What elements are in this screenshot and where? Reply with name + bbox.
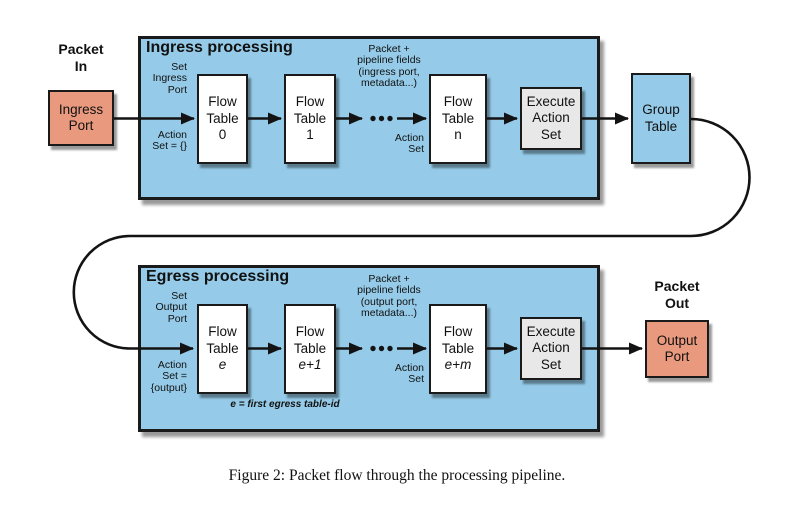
egress-processing-title: Egress processing	[146, 268, 290, 285]
flow-table-n-sub: n	[454, 127, 462, 143]
figure-caption: Figure 2: Packet flow through the proces…	[228, 467, 566, 484]
egress-set-port-note: Set Output Port	[155, 290, 187, 325]
flow-table-em-sub: e+m	[444, 357, 472, 373]
ingress-processing-title: Ingress processing	[146, 39, 293, 56]
flow-table-n-label: Flow Table	[441, 94, 475, 126]
packet-in-label: Packet In	[58, 41, 104, 74]
ingress-set-port-note: Set Ingress Port	[152, 61, 187, 96]
flow-table-e1-box: Flow Table e+1	[284, 304, 336, 394]
egress-action-set-mid-note: Action Set	[394, 362, 424, 386]
flow-table-e-label: Flow Table	[206, 324, 239, 356]
ingress-execute-action-set-box: Execute Action Set	[520, 87, 582, 150]
ingress-action-set-note: Action Set = {}	[152, 129, 187, 153]
flow-table-em-label: Flow Table	[441, 324, 475, 356]
flow-table-e1-label: Flow Table	[293, 324, 327, 356]
egress-table-id-note: e = first egress table-id	[230, 399, 340, 410]
flow-table-0-label: Flow Table	[206, 94, 239, 126]
group-table-box: Group Table	[631, 73, 691, 164]
flow-table-e1-sub: e+1	[298, 357, 322, 373]
flow-table-1-label: Flow Table	[293, 94, 327, 126]
flow-table-e-sub: e	[218, 357, 227, 373]
egress-action-set-note: Action Set = {output}	[150, 359, 187, 394]
flow-table-1-sub: 1	[306, 127, 314, 143]
ingress-port-box: Ingress Port	[48, 90, 114, 146]
flow-table-1-box: Flow Table 1	[284, 74, 336, 164]
flow-table-e-box: Flow Table e	[197, 304, 248, 394]
output-port-box: Output Port	[645, 320, 709, 378]
ingress-action-set-mid-note: Action Set	[394, 132, 424, 156]
ingress-pipeline-fields-note: Packet + pipeline fields (ingress port, …	[357, 43, 421, 89]
packet-out-label: Packet Out	[654, 278, 700, 311]
flow-table-0-sub: 0	[218, 127, 227, 143]
flow-table-0-box: Flow Table 0	[197, 74, 248, 164]
egress-execute-action-set-box: Execute Action Set	[520, 317, 582, 380]
egress-pipeline-fields-note: Packet + pipeline fields (output port, m…	[357, 273, 421, 319]
